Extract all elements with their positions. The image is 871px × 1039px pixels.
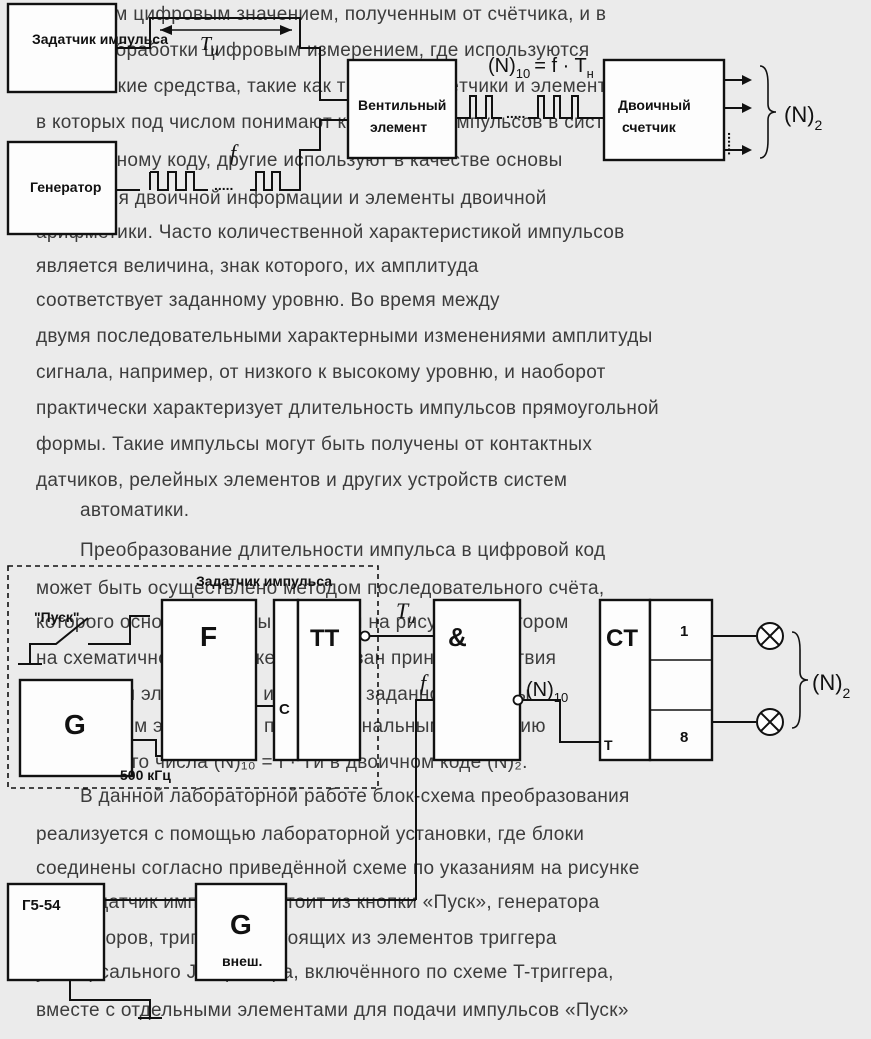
- background-text-line: в которых под числом понимают количество…: [36, 112, 639, 133]
- background-text-line: реализуется с помощью лабораторной устан…: [36, 824, 585, 845]
- gated-dots: .....: [506, 105, 525, 121]
- tu-label: Tи: [200, 33, 218, 59]
- bit-last-label: 8: [680, 729, 688, 746]
- c-box: [272, 598, 300, 762]
- background-text-line: двоичным цифровым значением, полученным …: [36, 4, 607, 25]
- f-label: F: [200, 621, 217, 652]
- background-text-line: генераторов, триггера, состоящих из элем…: [36, 928, 557, 949]
- background-text-line: практически характеризует длительность и…: [36, 398, 659, 419]
- f-box: [160, 598, 258, 762]
- freq-500-label: 500 кГц: [120, 767, 171, 783]
- generator-dots: .....: [214, 177, 233, 193]
- bit-first-label: 1: [680, 623, 688, 640]
- background-text-line: технические средства, такие как триггеры…: [36, 76, 621, 97]
- g-ext-sublabel: внеш.: [222, 953, 262, 969]
- background-text-line: В данной лабораторной работе блок-схема …: [80, 786, 630, 807]
- gated-pulse-train: [456, 95, 604, 119]
- binary-output-label-2: (N)2: [812, 670, 851, 701]
- counter-output-arrows: ......: [724, 75, 752, 155]
- and-gate-box: [432, 598, 522, 762]
- generator-box: [6, 140, 118, 236]
- start-key-switch: [29, 615, 150, 664]
- tu-label-2: Tи: [396, 598, 415, 627]
- counter-ct-box: [598, 598, 652, 762]
- generator-label: Генератор: [30, 179, 101, 195]
- output-brace: [759, 65, 777, 159]
- output-dots: ......: [725, 132, 741, 155]
- background-text-line: универсального JK-триггера, включённого …: [36, 962, 614, 983]
- g-ext-box: [194, 882, 288, 982]
- gate-element-label-2: элемент: [370, 119, 427, 135]
- binary-counter-box: [602, 58, 726, 162]
- background-text-line: соединены согласно приведённой схеме по …: [36, 858, 640, 879]
- diagram-2-lab-scheme: Задатчик импульса "Пуск" G 500 кГц F C T…: [6, 565, 851, 1019]
- pulse-setter-title: Задатчик импульса: [196, 573, 332, 589]
- tt-box: [296, 598, 362, 762]
- pulse-setter-label: Задатчик импульса: [32, 31, 168, 47]
- background-text-line: сигнала, например, от низкого к высокому…: [36, 362, 606, 383]
- counter-clk-label: T: [604, 737, 613, 753]
- background-text-line: двумя последовательными характерными изм…: [36, 326, 653, 347]
- pulse-setter-frame: [7, 565, 379, 789]
- tt-label: TT: [310, 625, 340, 652]
- background-text-line: полученного числа (N)₁₀ = f · Tи в двоич…: [36, 752, 528, 773]
- background-text-line: формы. Такие импульсы могут быть получен…: [36, 434, 593, 455]
- generator-g-label: G: [64, 709, 86, 740]
- background-text-line: автоматики.: [80, 500, 190, 521]
- generator-g-box: [18, 678, 134, 778]
- g554-ground-wire: [69, 980, 151, 1018]
- and-gate-label: &: [448, 622, 467, 652]
- and-inverted-output: [512, 694, 524, 706]
- background-text-line: является величина, знак которого, их амп…: [36, 256, 479, 277]
- background-text-line: вместе с отдельными элементами для подач…: [36, 1000, 629, 1021]
- generator-pulse-train: [116, 119, 348, 191]
- diagram-1-block-scheme: Задатчик импульса Генератор Tи ..... f В…: [6, 2, 823, 236]
- tt-inverted-output: [359, 630, 371, 642]
- count-label: (N)10: [526, 679, 568, 705]
- binary-output-label: (N)2: [784, 102, 823, 133]
- c-label: C: [279, 701, 290, 718]
- g-ext-label: G: [230, 909, 252, 940]
- binary-counter-label-1: Двоичный: [618, 97, 691, 113]
- gate-element-box: [346, 58, 458, 160]
- gate-element-label-1: Вентильный: [358, 97, 446, 113]
- count-formula: (N)10= f · Tн: [488, 55, 594, 81]
- and-to-counter-wire: [522, 699, 600, 743]
- indicator-lamp-1: [712, 622, 784, 650]
- background-text-line: соответствует заданному уровню. Во время…: [36, 290, 500, 311]
- background-text-line: Преобразование длительности импульса в ц…: [80, 540, 606, 561]
- freq-label: f: [230, 140, 239, 165]
- background-text-line: может быть осуществлено методом последов…: [36, 578, 605, 599]
- pulse-setter-box: [6, 2, 118, 94]
- binary-counter-label-2: счетчик: [622, 119, 677, 135]
- freq-label-2: f: [420, 670, 429, 695]
- background-text-line: датчиков, релейных элементов и других ус…: [36, 470, 568, 491]
- indicator-lamp-8: [712, 708, 784, 736]
- background-text-line: 3.2. Задатчик импульса состоит из кнопки…: [36, 892, 600, 913]
- pulse-signal-wire: [116, 17, 348, 101]
- g554-label: Г5-54: [22, 897, 61, 914]
- background-text-line: задачи обработки цифровым измерением, гд…: [36, 40, 590, 61]
- counter-ct-label: CT: [606, 625, 638, 652]
- lamp-brace: [791, 631, 809, 729]
- background-text-line: состояния двоичной информации и элементы…: [36, 188, 547, 209]
- counter-bits-box: [648, 598, 714, 762]
- start-key-label: "Пуск": [34, 609, 80, 625]
- ext-freq-wire: [415, 699, 434, 900]
- g554-box: [6, 882, 106, 982]
- background-text-line: арифметики. Часто количественной характе…: [36, 222, 625, 243]
